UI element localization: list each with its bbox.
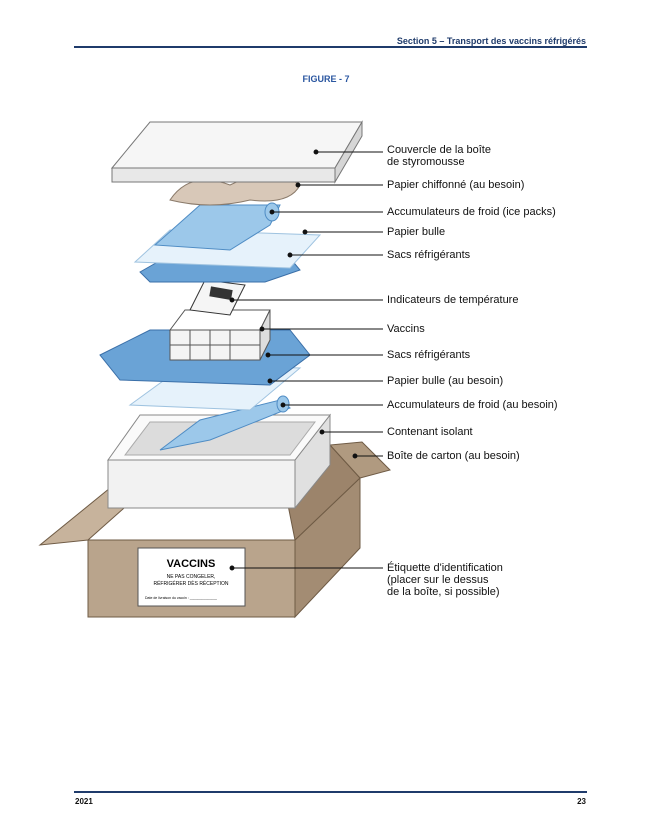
- label-vaccines: Vaccins: [387, 323, 425, 335]
- label-cold-bags-lower: Sacs réfrigérants: [387, 349, 471, 361]
- figure-title: FIGURE - 7: [302, 74, 350, 84]
- label-ice-packs-lower: Accumulateurs de froid (au besoin): [387, 399, 558, 411]
- ice-packs-upper: [153, 202, 281, 251]
- label-cold-bags: Sacs réfrigérants: [387, 249, 471, 261]
- footer-year: 2021: [75, 797, 93, 806]
- label-lid: Couvercle de la boîte de styromousse: [387, 144, 491, 168]
- vaccine-boxes: [169, 309, 271, 361]
- footer-rule: [74, 791, 587, 793]
- svg-text:NE PAS CONGELER,: NE PAS CONGELER,: [167, 574, 216, 580]
- page-number: 23: [577, 797, 586, 806]
- temperature-indicator: [189, 279, 246, 316]
- label-insulated-container: Contenant isolant: [387, 426, 473, 438]
- svg-text:RÉFRIGÉRER DÈS RÉCEPTION: RÉFRIGÉRER DÈS RÉCEPTION: [153, 580, 228, 587]
- label-bubble-wrap-lower: Papier bulle (au besoin): [387, 375, 504, 387]
- header-rule: [74, 46, 587, 48]
- leader-lines: [229, 149, 383, 571]
- svg-text:Date de livraison du vaccin :: Date de livraison du vaccin : __________…: [145, 596, 217, 600]
- styrofoam-lid: [110, 120, 363, 184]
- box-label-sticker: VACCINS NE PAS CONGELER, RÉFRIGÉRER DÈS …: [137, 547, 246, 607]
- section-header: Section 5 – Transport des vaccins réfrig…: [396, 36, 586, 46]
- label-crumpled-paper: Papier chiffonné (au besoin): [387, 179, 525, 191]
- label-ice-packs: Accumulateurs de froid (ice packs): [387, 206, 556, 218]
- svg-text:VACCINS: VACCINS: [167, 558, 216, 570]
- label-temperature-indicators: Indicateurs de température: [387, 294, 519, 306]
- label-cardboard-box: Boîte de carton (au besoin): [387, 450, 520, 462]
- label-bubble-wrap: Papier bulle: [387, 226, 446, 238]
- label-identification: Étiquette d'identification (placer sur l…: [387, 562, 503, 598]
